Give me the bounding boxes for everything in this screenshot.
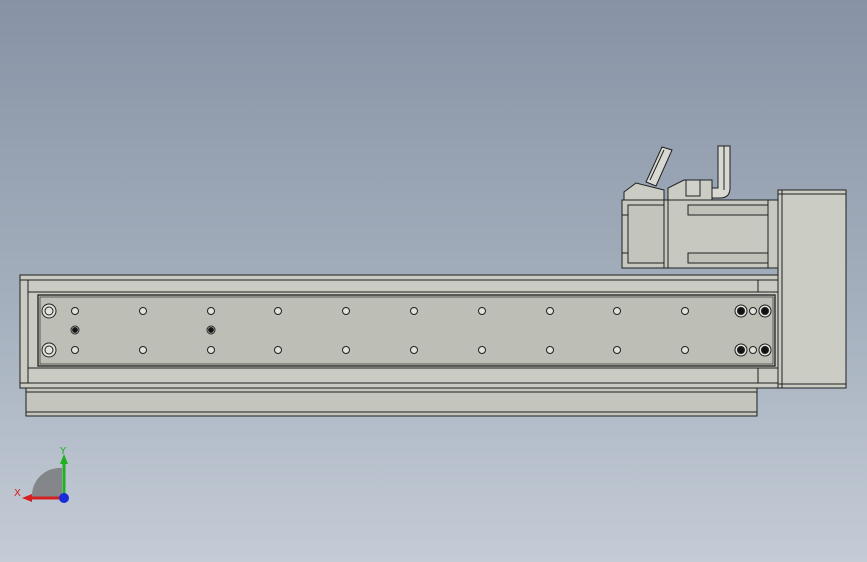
- counterbore-holes-right: [734, 304, 772, 357]
- power-connector: [667, 145, 731, 201]
- encoder-connector: [623, 146, 673, 201]
- servo-motor: [621, 199, 779, 269]
- z-axis-dot-icon: [59, 493, 69, 503]
- dowel-pin-holes: [70, 325, 216, 335]
- counterbore-holes-left: [41, 303, 57, 358]
- top-plate: [37, 294, 776, 367]
- triad-plane-icon: [31, 467, 62, 498]
- mounting-holes-top-row: [71, 307, 689, 315]
- base-rail: [25, 387, 758, 417]
- orientation-triad[interactable]: Y X: [10, 440, 80, 510]
- mounting-holes-bottom-row: [71, 346, 689, 354]
- motor-mount-block: [777, 189, 847, 389]
- x-axis-label: X: [14, 488, 21, 499]
- y-axis-label: Y: [59, 446, 67, 457]
